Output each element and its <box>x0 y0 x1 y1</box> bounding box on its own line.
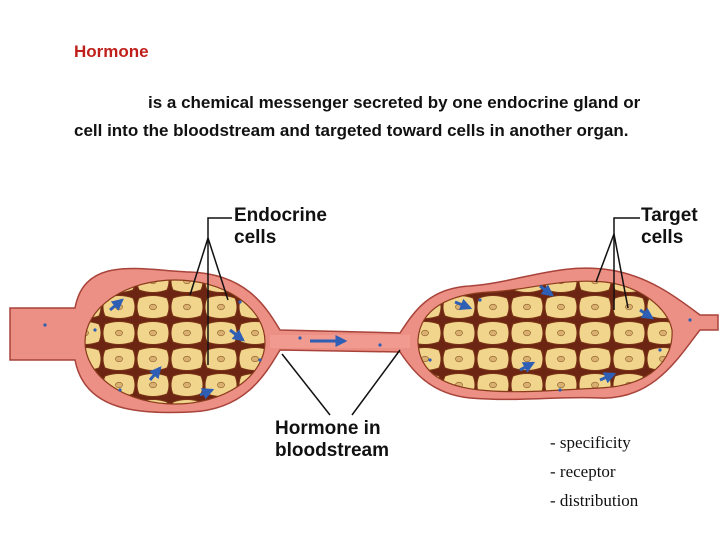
hormone-properties-list: - specificity - receptor - distribution <box>550 428 638 515</box>
hormone-label-line2: bloodstream <box>275 440 390 461</box>
target-label-line1: Target <box>641 205 698 226</box>
target-label-line2: cells <box>641 227 684 248</box>
definition-text: is a chemical messenger secreted by one … <box>74 93 641 140</box>
note-receptor: - receptor <box>550 462 616 481</box>
hormone-definition: is a chemical messenger secreted by one … <box>74 89 654 145</box>
endocrine-label-line1: Endocrine <box>234 205 327 226</box>
target-tissue <box>417 280 673 393</box>
hormone-dots <box>43 298 692 392</box>
endocrine-cells-label: Endocrine cells <box>234 205 327 249</box>
hormone-heading: Hormone <box>74 42 149 61</box>
hormone-molecules <box>109 284 654 400</box>
target-cells-label: Target cells <box>641 205 698 249</box>
endocrine-label-line2: cells <box>234 227 277 248</box>
hormone-label-line1: Hormone in <box>275 418 381 439</box>
hormone-in-bloodstream-label: Hormone in bloodstream <box>275 418 389 462</box>
label-leaders <box>189 217 640 416</box>
note-specificity: - specificity <box>550 433 631 452</box>
note-distribution: - distribution <box>550 491 639 510</box>
hormone-transport-diagram <box>9 217 719 416</box>
endocrine-tissue <box>84 279 266 405</box>
